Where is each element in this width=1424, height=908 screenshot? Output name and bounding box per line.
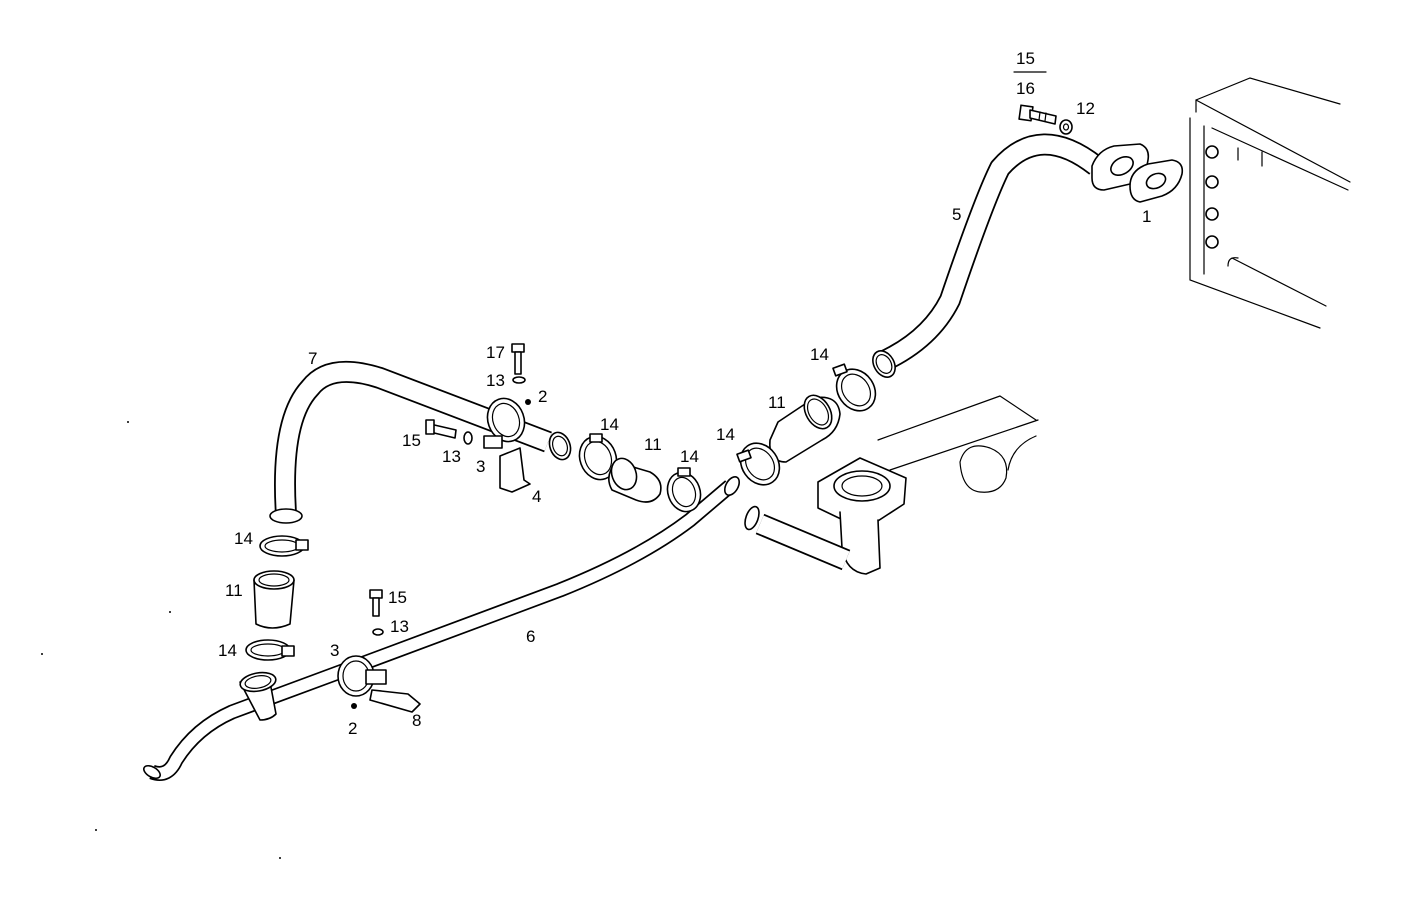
bolt-15-upper — [425, 419, 473, 445]
label-part-11-left: 11 — [225, 581, 243, 600]
label-part-14-mid: 14 — [680, 447, 699, 466]
bracket-4 — [499, 447, 531, 493]
label-part-5: 5 — [952, 205, 961, 224]
bolt-15-lower — [369, 589, 383, 617]
sleeve-11-left — [253, 570, 295, 629]
nut-2-lower — [351, 703, 357, 709]
pipe-7 — [269, 361, 572, 524]
washer-13-lower — [372, 628, 384, 636]
label-part-13-lower: 13 — [390, 617, 409, 636]
clamp-14-mid-left — [578, 433, 618, 481]
sleeve-11-mid — [608, 457, 662, 503]
label-part-11-mid: 11 — [644, 435, 662, 454]
pipe-6 — [143, 476, 741, 781]
label-part-11-right: 11 — [768, 393, 786, 412]
label-part-14-mid-right: 14 — [716, 425, 735, 444]
label-part-4: 4 — [532, 487, 541, 506]
label-part-14-upper: 14 — [810, 345, 829, 364]
clamp-14-mid-right — [736, 442, 781, 486]
pipe-5 — [872, 133, 1150, 378]
bolt-17 — [511, 343, 526, 384]
label-part-15-lower: 15 — [388, 588, 407, 607]
bracket-clamp-3-lower — [337, 655, 387, 697]
label-part-13-upper: 13 — [486, 371, 505, 390]
label-part-1: 1 — [1142, 207, 1151, 226]
label-part-12: 12 — [1076, 99, 1095, 118]
label-part-3-lower: 3 — [330, 641, 339, 660]
label-part-8: 8 — [412, 711, 421, 730]
label-part-14-left-lower: 14 — [218, 641, 237, 660]
label-part-15-top: 15 — [1016, 49, 1035, 68]
label-part-7: 7 — [308, 349, 317, 368]
nut-2-upper — [525, 399, 531, 405]
exhaust-manifold — [744, 395, 1039, 575]
clamp-14-left-upper — [259, 535, 309, 557]
label-part-14-mid-left: 14 — [600, 415, 619, 434]
gasket-1 — [1129, 159, 1184, 203]
washer-12 — [1059, 119, 1073, 135]
label-part-2-upper: 2 — [538, 387, 547, 406]
clamp-14-upper — [832, 363, 877, 412]
bolt-15-16 — [1018, 104, 1057, 125]
label-part-2-lower: 2 — [348, 719, 357, 738]
label-part-17: 17 — [486, 343, 505, 362]
label-part-16: 16 — [1016, 79, 1035, 98]
label-part-13-mid: 13 — [442, 447, 461, 466]
bracket-clamp-3-upper — [483, 397, 526, 449]
sleeve-11-upper — [769, 394, 841, 463]
clamp-14-mid — [666, 467, 702, 513]
engine-block — [1189, 77, 1351, 329]
label-part-6: 6 — [526, 627, 535, 646]
label-part-3-upper: 3 — [476, 457, 485, 476]
label-part-15-upper: 15 — [402, 431, 421, 450]
clamp-14-left-lower — [245, 639, 295, 661]
bracket-8 — [369, 689, 421, 713]
label-part-14-left-upper: 14 — [234, 529, 253, 548]
